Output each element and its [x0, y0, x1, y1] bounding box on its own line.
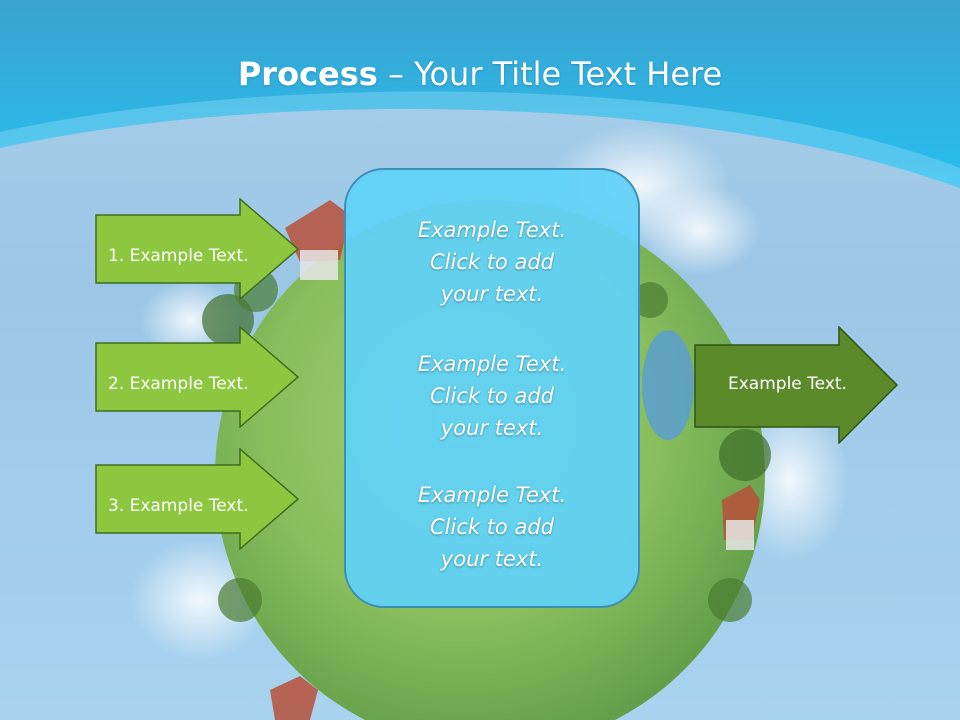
- right-arrow-icon: [95, 448, 300, 550]
- title-text: – Your Title Text Here: [377, 55, 723, 93]
- cloud-shape: [640, 185, 760, 275]
- center-text-block-2[interactable]: Example Text. Click to add your text.: [346, 348, 638, 444]
- house-shape: [270, 676, 318, 720]
- input-arrow-3[interactable]: 3. Example Text.: [95, 448, 301, 550]
- output-arrow-label: Example Text.: [728, 374, 847, 394]
- center-content-box[interactable]: Example Text. Click to add your text. Ex…: [344, 168, 640, 608]
- header-band: [0, 0, 960, 188]
- house-shape: [285, 200, 350, 262]
- center-text-line: your text.: [440, 547, 544, 571]
- center-text-line: Click to add: [429, 384, 554, 408]
- input-arrow-2[interactable]: 2. Example Text.: [95, 326, 301, 428]
- header-arc: [0, 91, 960, 188]
- center-text-line: Example Text.: [417, 218, 567, 242]
- right-arrow-icon: [95, 326, 300, 428]
- center-text-line: your text.: [440, 416, 544, 440]
- slide-title: Process – Your Title Text Here: [0, 54, 960, 94]
- lake-shape: [642, 330, 694, 440]
- center-text-line: Example Text.: [417, 483, 567, 507]
- center-text-block-1[interactable]: Example Text. Click to add your text.: [346, 214, 638, 310]
- center-text-line: Example Text.: [417, 352, 567, 376]
- input-arrow-1[interactable]: 1. Example Text.: [95, 198, 301, 300]
- input-arrow-2-label: 2. Example Text.: [108, 374, 249, 394]
- input-arrow-1-label: 1. Example Text.: [108, 246, 249, 266]
- center-text-line: your text.: [440, 282, 544, 306]
- center-text-block-3[interactable]: Example Text. Click to add your text.: [346, 479, 638, 575]
- title-bold: Process: [237, 55, 378, 93]
- input-arrow-3-label: 3. Example Text.: [108, 496, 249, 516]
- center-text-line: Click to add: [429, 515, 554, 539]
- output-arrow[interactable]: Example Text.: [694, 326, 900, 444]
- center-text-line: Click to add: [429, 250, 554, 274]
- right-arrow-icon: [95, 198, 300, 300]
- right-arrow-icon: [694, 326, 899, 444]
